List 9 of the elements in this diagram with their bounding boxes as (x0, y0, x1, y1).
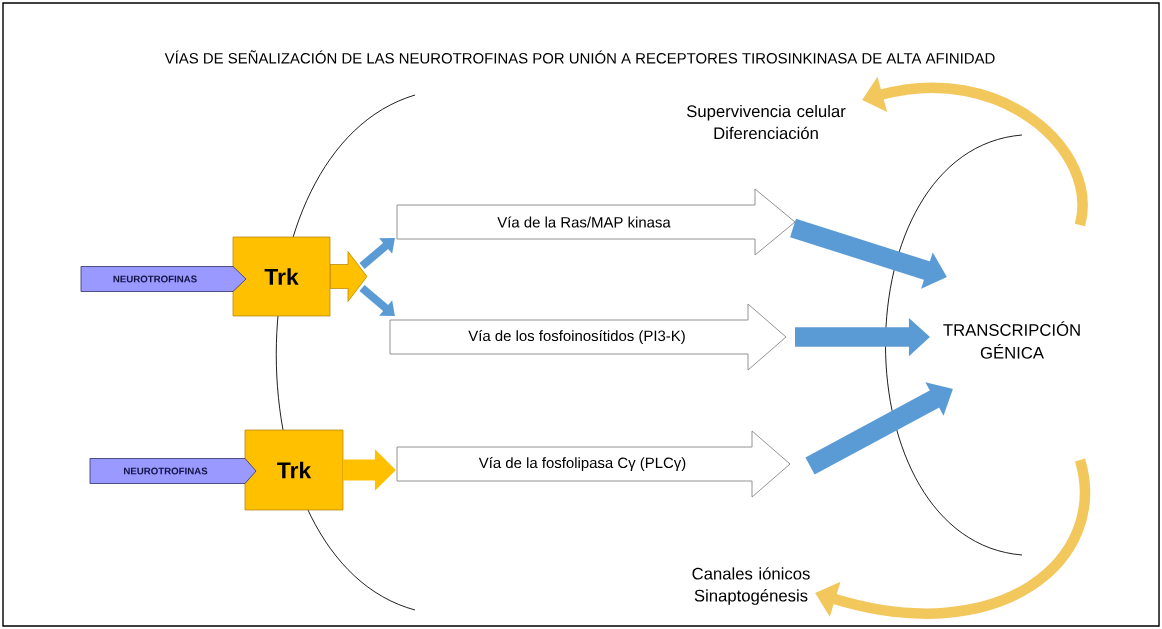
outcome-label: Canales iónicos Sinaptogénesis (692, 567, 810, 605)
block-arrow (359, 238, 395, 270)
outcome-label: Supervivencia celular Diferenciación (687, 104, 846, 140)
block-arrow (359, 285, 395, 316)
receptor-box: Trk (232, 236, 368, 317)
receptor-box: Trk (244, 429, 344, 511)
block-arrow (805, 382, 953, 475)
title: VÍAS DE SEÑALIZACIÓN DE LAS NEUROTROFINAS POR UNIÓN A RECEPTORES TIROSINKINASA DE ALTA AFINIDAD (164, 50, 995, 64)
nucleus-drawing: TRANSCRIPCIÓN GÉNICA (885, 134, 1080, 556)
